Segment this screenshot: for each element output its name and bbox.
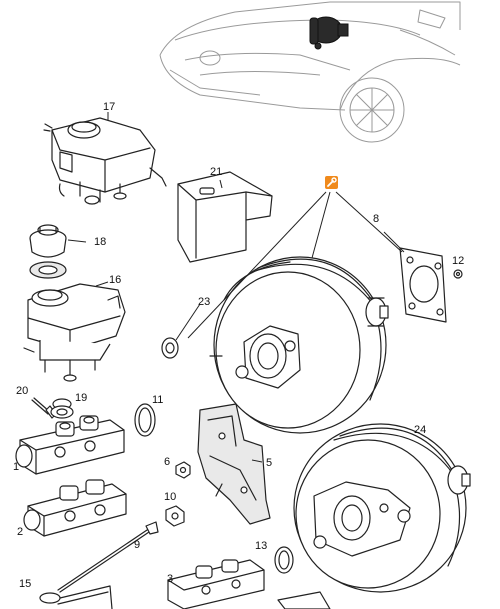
- callout-13: 13: [255, 540, 268, 552]
- callout-18: 18: [94, 236, 107, 248]
- o-ring-13: [274, 546, 294, 574]
- callout-17: 17: [103, 101, 116, 113]
- brake-booster-24: [293, 423, 471, 593]
- gasket-8: [399, 247, 447, 323]
- bracket-15: [39, 585, 113, 609]
- callout-15: 15: [19, 578, 32, 590]
- master-cylinder-3-partial: [277, 591, 331, 609]
- reservoir-16: [23, 283, 126, 382]
- wrench-icon: [325, 176, 338, 189]
- callout-10: 10: [164, 491, 177, 503]
- bracket-5: [197, 403, 271, 525]
- nut-10: [165, 505, 185, 527]
- reservoir-17: [43, 117, 167, 205]
- callout-11: 11: [152, 394, 164, 406]
- callout-20: 20: [16, 385, 29, 397]
- vehicle-outline: [159, 1, 461, 143]
- cap-18: [29, 224, 67, 279]
- nut-6: [175, 461, 191, 479]
- master-cylinder-2: [23, 479, 127, 537]
- master-cylinder-3: [167, 559, 265, 609]
- callout-24: 24: [414, 424, 427, 436]
- heat-shield-21: [177, 171, 273, 263]
- callout-9: 9: [134, 539, 141, 551]
- callout-5: 5: [266, 457, 273, 469]
- callout-21: 21: [210, 166, 223, 178]
- washer-12: [453, 269, 463, 279]
- o-ring-11: [134, 403, 156, 437]
- callout-23: 23: [198, 296, 211, 308]
- callout-8: 8: [373, 213, 380, 225]
- callout-16: 16: [109, 274, 122, 286]
- callout-19: 19: [75, 392, 88, 404]
- callout-1: 1: [13, 461, 20, 473]
- washer-23: [161, 337, 179, 359]
- callout-12: 12: [452, 255, 465, 267]
- callout-2: 2: [17, 526, 24, 538]
- seal-19: [50, 398, 74, 419]
- leader-lines: [67, 112, 405, 463]
- push-rod-9: [57, 521, 159, 593]
- callout-6: 6: [164, 456, 171, 468]
- brake-booster-main: [209, 256, 389, 434]
- master-cylinder-1: [15, 415, 125, 475]
- callout-3: 3: [167, 573, 174, 585]
